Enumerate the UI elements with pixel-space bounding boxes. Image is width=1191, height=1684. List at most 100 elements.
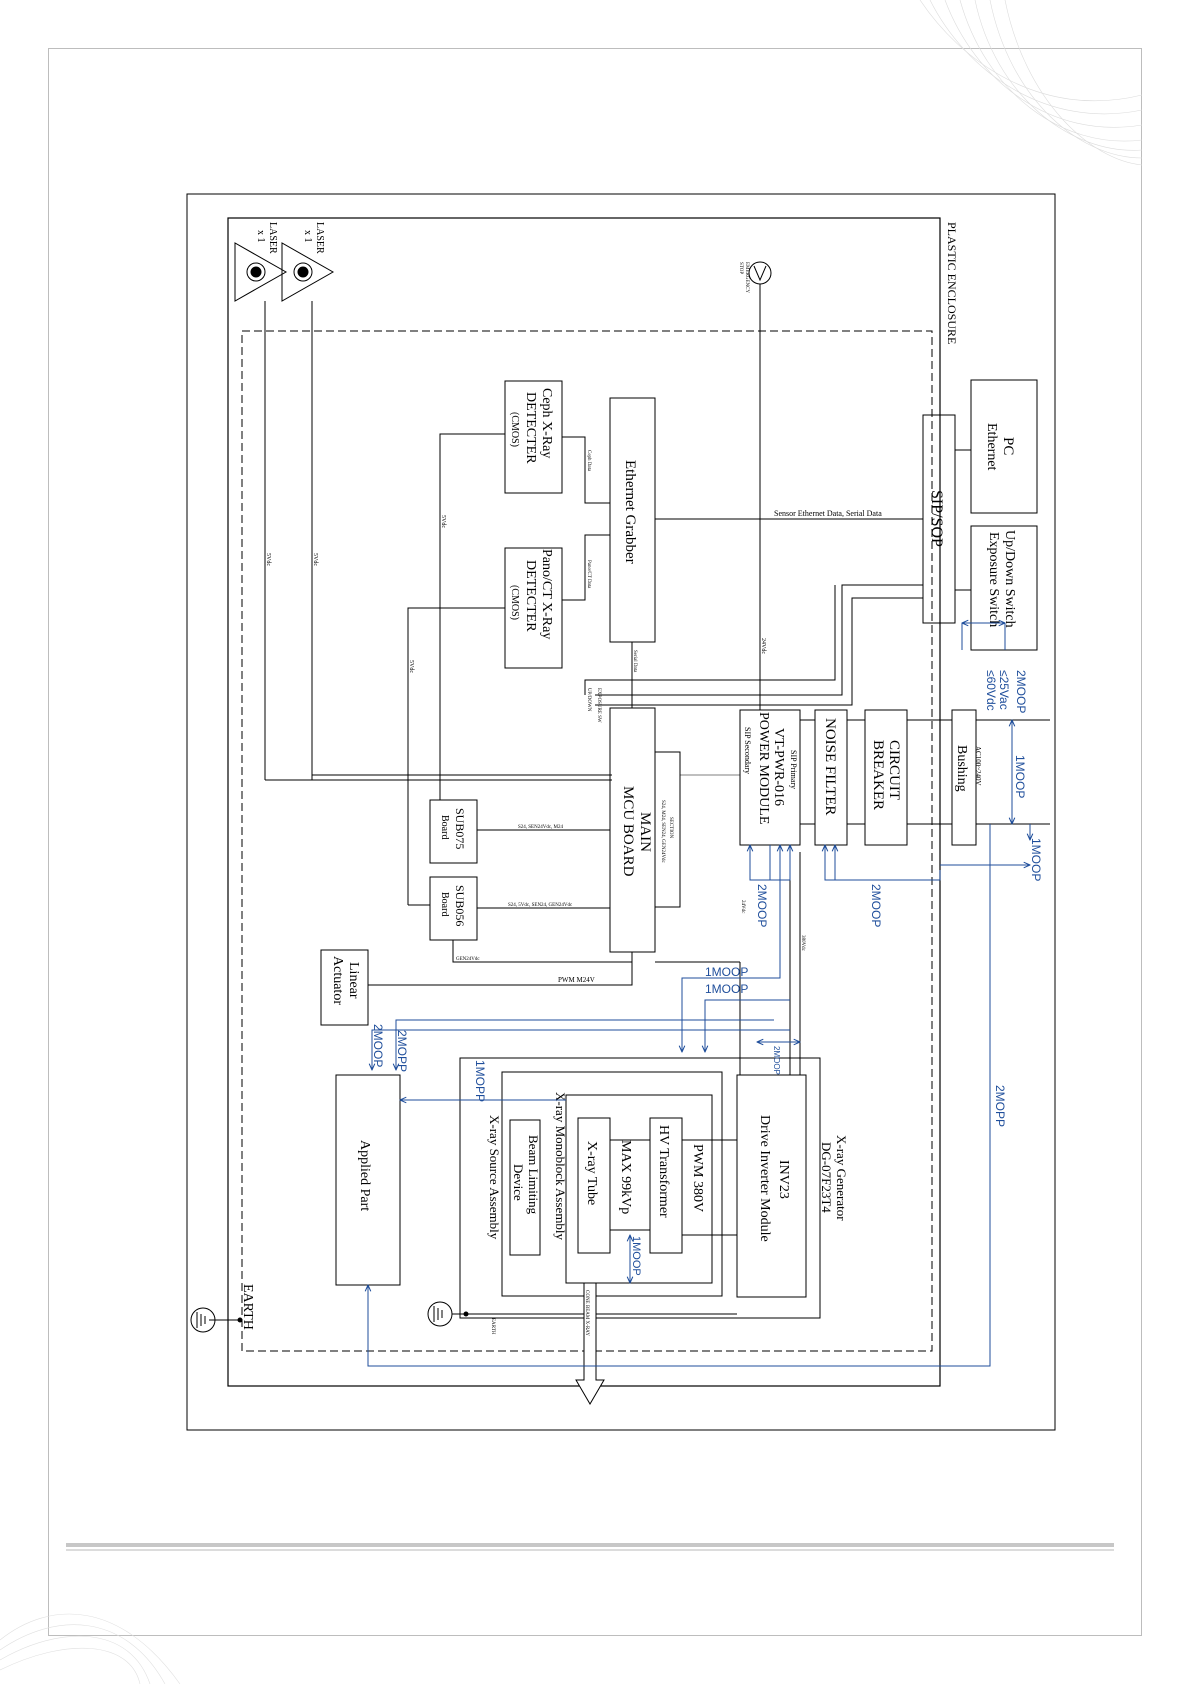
exposure-switch-label: Exposure Switch [986,532,1001,627]
laser2-label: LASER [314,222,325,254]
mopp2-long: 2MOPP [993,1085,1007,1127]
laser1-qty: x 1 [255,230,266,243]
cone-beam-arrow-icon [575,1282,605,1405]
circuit-breaker-box [864,709,908,846]
actuator-line1: Linear [346,962,361,999]
breaker-line1: CIRCUIT [886,740,902,800]
ethernet-label: Ethernet [984,423,999,471]
moop1-ac-2: 1MOOP [1029,838,1043,881]
linear-actuator-box [320,949,369,1026]
updown-switch-label: Up/Down Switch [1002,530,1017,628]
power-line2: POWER MODULE [756,712,771,824]
moop2-applied: 2MOOP [371,1024,385,1067]
sub075-signal: S24, SEN24Vdc, M24 [518,825,564,830]
pc-label: PC [1000,437,1016,455]
page-frame [48,48,1142,1636]
ceph-line2: DETECTER [523,392,538,464]
decorative-swirl-top-right [919,0,1143,166]
noise-filter-box [814,709,848,846]
ceph-line3: (CMOS) [509,412,520,447]
pano-line3: (CMOS) [509,585,520,620]
gen24-label: GEN24Vdc [456,957,480,962]
sub056-line2: Board [439,892,450,916]
ethernet-grabber-label: Ethernet Grabber [622,460,638,564]
laser-icon-2 [281,242,335,302]
sip-sop-label: SIP/SOP [928,490,945,547]
xray-generator-box [459,1057,821,1319]
hv-transformer-box [649,1117,683,1254]
sensor-ethernet-label: Sensor Ethernet Data, Serial Data [774,509,882,518]
sub056-signal: S24, 5Vdc, SEN24, GEN24Vdc [508,903,573,908]
earth-small-label: EARTH [490,1318,495,1335]
moop2-switch: 2MOOP [1014,670,1028,713]
emergency-stop-label-2: STOP [738,262,743,274]
moop1-a: 1MOOP [705,965,748,979]
pano-line1: Pano/CT X-Ray [539,549,554,639]
mcu-signal-2: S24, M24, SEN24, GEN24Vdc [660,800,665,864]
bushing-box [951,709,977,846]
beam-line2: Device [511,1164,526,1201]
pano-power-label: 5Vdc [408,660,414,673]
earth-ground-icon [190,1307,243,1333]
ceph-power-label: 5Vdc [440,515,446,528]
emergency-stop-label: EMERGENCY [744,262,749,294]
moop2-power: 2MOOP [755,884,769,927]
earth-ground-icon-2 [427,1301,737,1327]
moop1-b: 1MOOP [705,982,748,996]
laser2-voltage: 5Vdc [312,553,318,566]
beam-line1: Beam Limiting [526,1135,541,1215]
footer-rule [66,1543,1114,1547]
power-line1: VT-PWR-016 [771,728,786,806]
source-label: X-ray Source Assembly [487,1115,502,1240]
v380-label: 380Vdc [800,935,805,952]
laser2-qty: x 1 [302,230,313,243]
exposure-sw-label: EXPOSURE SW [596,688,601,723]
v25-label: ≤25Vac [997,670,1011,710]
ac-label: AC100~240V [974,746,982,786]
ceph-data-label: Ceph Data [586,450,591,472]
pwm380-label: PWM 380V [690,1144,705,1212]
decorative-swirl-bottom-left [0,1613,181,1684]
sub075-box [429,799,478,864]
hv-transformer-label: HV Transformer [656,1125,671,1218]
diagram-outer-frame [186,193,1056,1431]
sub075-line1: SUB075 [453,808,467,849]
pano-line2: DETECTER [523,560,538,632]
max-kvp-label: MAX 99kVp [618,1140,633,1214]
moop2-generator: 2MOOP [772,1046,781,1075]
monoblock-box [565,1094,713,1284]
breaker-line2: BREAKER [870,740,886,810]
cone-beam-label: CONE BEAM X-RAY [584,1290,589,1336]
ceph-line1: Ceph X-Ray [539,388,554,458]
sub075-line2: Board [439,815,450,839]
mopp2-applied: 2MOPP [395,1030,409,1072]
laser1-voltage: 5Vdc [265,553,271,566]
earth-label: EARTH [240,1284,255,1330]
inverter-line1: INV23 [776,1160,791,1199]
moop1-ac: 1MOOP [1013,755,1027,798]
pano-data-label: Pano/CT Data [586,560,591,589]
generator-line1: X-ray Generator [834,1135,849,1221]
pc-ethernet-box [970,379,1038,514]
drive-inverter-box [736,1074,807,1298]
inverter-line2: Drive Inverter Module [757,1115,772,1242]
switch-box [970,525,1038,651]
mopp1-label: 1MOPP [473,1060,487,1102]
sub056-line1: SUB056 [453,885,467,926]
v60-label: ≤60Vdc [984,670,998,711]
monoblock-label: X-ray Monoblock Assembly [553,1092,568,1241]
pwm-m24-label: PWM M24V [558,976,595,984]
v24-line-label: 24Vdc [740,900,745,914]
laser1-label: LASER [267,222,278,254]
sip-secondary-label: SIP Secondary [743,727,752,774]
mcu-line2: MCU BOARD [620,786,636,877]
beam-limiting-box [509,1119,541,1256]
moop2-noise-filter: 2MOOP [869,884,883,927]
xray-source-box [501,1071,723,1297]
applied-part-label: Applied Part [357,1140,372,1211]
xray-tube-label: X-ray Tube [584,1141,599,1205]
laser-icon [234,242,288,302]
plastic-enclosure-label: PLASTIC ENCLOSURE [945,222,959,344]
bushing-label: Bushing [954,745,969,792]
